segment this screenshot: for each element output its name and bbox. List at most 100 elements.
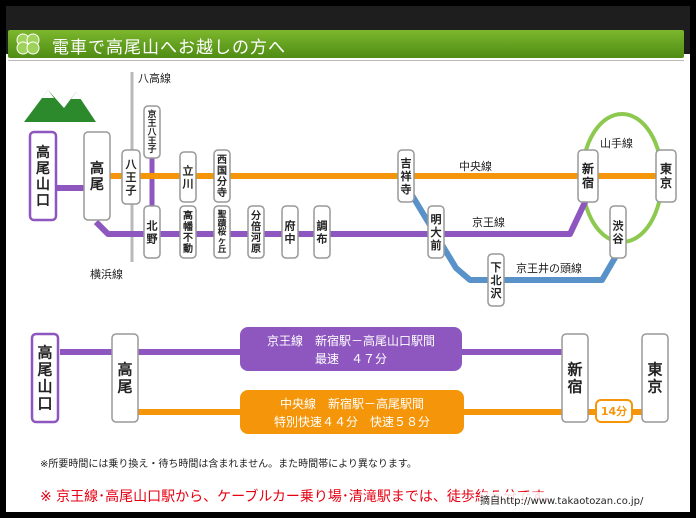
svg-text:高: 高 [90,160,104,177]
yamanote-label: 山手線 [600,136,633,150]
svg-text:尾: 尾 [117,378,132,396]
svg-text:桜: 桜 [218,226,227,238]
svg-text:国: 国 [217,165,227,177]
chuo-time-box [240,390,464,434]
station-fuchu: 府中 [281,205,299,259]
station-tokyo: 東京 [655,149,677,203]
svg-text:明: 明 [431,213,442,226]
keio-time-line1: 京王線 新宿駅－高尾山口駅間 [267,333,435,348]
header-band [8,30,684,58]
svg-text:宿: 宿 [567,378,582,396]
svg-text:蹟: 蹟 [218,217,227,229]
svg-text:前: 前 [431,238,442,252]
svg-text:西: 西 [217,154,227,166]
svg-text:高: 高 [37,344,52,362]
svg-text:倍: 倍 [251,220,261,233]
svg-text:布: 布 [317,231,328,245]
svg-text:祥: 祥 [401,169,412,183]
clover-icon [16,33,40,55]
svg-text:大: 大 [431,225,442,239]
svg-text:京: 京 [660,175,672,190]
svg-text:東: 東 [660,161,672,176]
svg-text:尾: 尾 [36,161,50,177]
footnote: ※所要時間には乗り換え・待ち時間は含まれません。また時間帯により異なります。 [40,459,417,470]
svg-text:動: 動 [183,242,193,255]
svg-text:山: 山 [36,177,50,193]
svg-text:山: 山 [37,378,52,396]
warning-text: ※ 京王線･高尾山口駅から、ケーブルカー乗り場･清滝駅までは、徒歩約５分です。 [40,489,558,505]
station-shibuya: 渋谷 [609,205,627,259]
svg-text:八: 八 [147,127,157,138]
station-shinjuku: 新宿 [561,333,589,423]
svg-text:北: 北 [491,273,502,287]
svg-text:寺: 寺 [217,186,227,199]
station-takaosanguchi: 高尾山口 [28,130,58,222]
station-kitano: 北野 [143,205,161,259]
svg-text:不: 不 [183,232,193,244]
chuo-label: 中央線 [459,159,492,173]
station-takao: 高尾 [83,131,111,221]
svg-text:王: 王 [148,118,157,129]
svg-text:尾: 尾 [90,177,104,193]
svg-text:口: 口 [37,395,52,413]
station-kichijoji: 吉祥寺 [397,149,415,203]
keio-time-line2: 最速 ４７分 [315,352,387,366]
station-chofu: 調布 [313,205,331,259]
svg-text:宿: 宿 [582,175,594,190]
svg-text:幡: 幡 [183,220,194,233]
svg-text:高: 高 [117,361,132,379]
divider [8,60,684,61]
station-shinjuku: 新宿 [577,149,599,203]
chuo-time-line1: 中央線 新宿駅－高尾駅間 [280,396,424,411]
svg-text:分: 分 [251,209,261,222]
svg-text:立: 立 [183,163,194,177]
station-tachikawa: 立川 [179,151,197,203]
station-shimokitazawa: 下北沢 [487,253,505,307]
svg-text:寺: 寺 [401,182,412,196]
yokohama-label: 横浜線 [90,267,123,281]
svg-text:子: 子 [126,184,137,197]
mountain-icon [24,90,96,122]
svg-text:尾: 尾 [37,361,52,379]
source-credit: 摘自http://www.takaotozan.co.jp/ [480,492,644,507]
inokashira-label: 京王井の頭線 [516,261,582,275]
svg-text:東: 東 [647,361,662,379]
svg-text:下: 下 [491,261,502,274]
station-meidaimae: 明大前 [427,205,445,259]
svg-text:府: 府 [285,218,296,232]
svg-text:丘: 丘 [218,243,227,255]
svg-text:分: 分 [217,175,227,188]
shinjuku-tokyo-time: 14分 [601,404,627,418]
station-tokyo: 東京 [641,333,669,423]
shinjuku-tokyo-time-box [595,399,633,423]
svg-text:王: 王 [126,171,137,184]
svg-text:原: 原 [251,243,261,255]
keio-label: 京王線 [472,215,505,229]
svg-text:新: 新 [567,361,582,379]
svg-text:口: 口 [36,193,50,209]
page-title: 電車で高尾山へお越しの方へ [52,38,286,58]
svg-text:沢: 沢 [491,286,503,300]
station-takao: 高尾 [111,333,139,423]
svg-text:高: 高 [183,209,193,222]
svg-text:調: 調 [317,218,328,232]
svg-text:北: 北 [147,218,158,232]
svg-text:ヶ: ヶ [218,236,227,246]
svg-text:川: 川 [182,177,194,190]
svg-text:中: 中 [285,231,296,245]
svg-text:河: 河 [251,232,261,244]
svg-text:新: 新 [582,161,594,176]
svg-text:聖: 聖 [218,209,227,220]
keio-time-box [240,327,462,371]
chuo-time-line2: 特別快速４４分 快速５８分 [274,414,430,429]
svg-text:王: 王 [148,135,157,146]
hachiko-label: 八高線 [138,71,171,85]
svg-text:高: 高 [36,144,50,161]
svg-text:野: 野 [147,232,158,245]
